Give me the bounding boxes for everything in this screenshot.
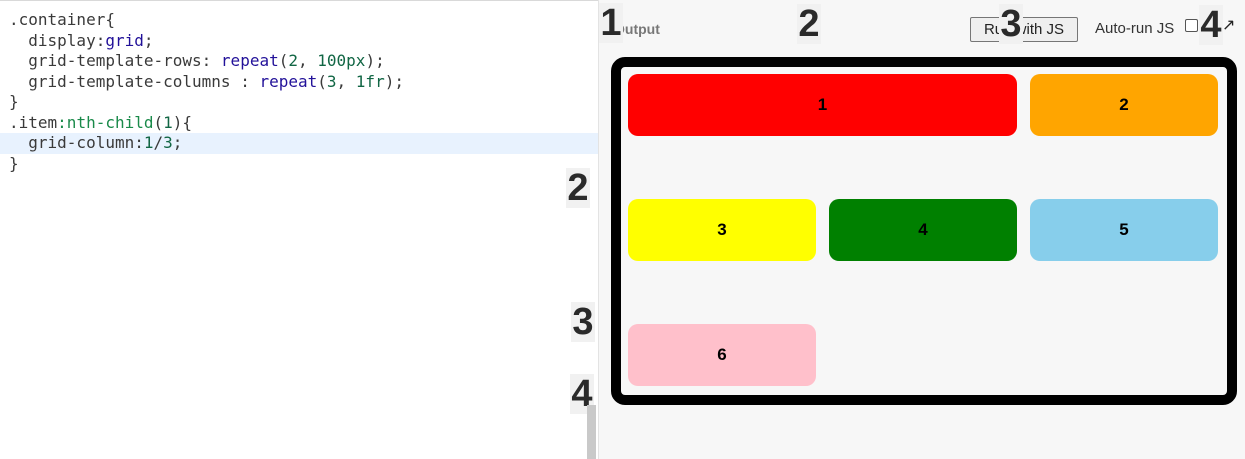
- grid-item-label: 2: [1119, 95, 1129, 114]
- code-token: 2: [288, 51, 298, 70]
- code-line[interactable]: }: [0, 92, 598, 113]
- column-badge-4: 4: [1199, 4, 1223, 46]
- row-badge-3: 3: [571, 301, 595, 343]
- run-with-js-button[interactable]: Run with JS: [970, 17, 1078, 42]
- code-token: 100px: [317, 51, 366, 70]
- auto-run-label: Auto-run JS: [1095, 20, 1175, 37]
- code-token: 3: [163, 133, 173, 152]
- code-line[interactable]: grid-template-rows: repeat(2, 100px);: [0, 51, 598, 72]
- auto-run-checkbox[interactable]: [1185, 19, 1198, 32]
- expand-arrow-icon[interactable]: ↗: [1222, 17, 1236, 34]
- code-token: .item: [9, 112, 58, 132]
- code-token: repeat: [220, 51, 279, 70]
- grid-item-label: 4: [918, 220, 928, 239]
- row-badge-2: 2: [566, 167, 590, 209]
- code-token: ;: [143, 30, 154, 50]
- code-token: );: [365, 51, 385, 70]
- code-token: grid-template-columns :: [9, 71, 260, 91]
- grid-item-3: 3: [628, 199, 816, 261]
- code-token: :nth-child: [57, 112, 154, 132]
- code-line[interactable]: .item:nth-child(1){: [0, 113, 598, 134]
- code-token: (: [153, 112, 164, 132]
- code-token: grid-column:: [9, 133, 144, 152]
- code-token: display:: [9, 30, 106, 50]
- column-badge-3: 3: [999, 3, 1023, 45]
- code-token: ){: [172, 112, 193, 132]
- code-token: 1: [143, 133, 154, 152]
- code-token: ,: [336, 71, 356, 91]
- grid-container: 1 2 3 4 5 6: [611, 57, 1237, 405]
- grid-item-label: 3: [717, 220, 727, 239]
- grid-item-5: 5: [1030, 199, 1218, 261]
- code-token: repeat: [259, 71, 318, 91]
- grid-item-label: 5: [1119, 220, 1129, 239]
- code-token: ,: [298, 51, 318, 70]
- grid-item-1: 1: [628, 74, 1017, 136]
- grid-item-label: 6: [717, 345, 727, 364]
- grid-item-label: 1: [817, 95, 828, 114]
- code-token: (: [278, 51, 289, 70]
- column-badge-2: 2: [797, 3, 821, 45]
- code-token: 1: [163, 112, 173, 132]
- code-line[interactable]: grid-template-columns : repeat(3, 1fr);: [0, 72, 598, 93]
- code-token: grid-template-rows:: [9, 51, 221, 70]
- column-badge-1: 1: [599, 2, 623, 44]
- code-token: grid: [105, 30, 144, 50]
- code-line[interactable]: .container{: [0, 10, 598, 31]
- code-line[interactable]: display:grid;: [0, 31, 598, 52]
- editor-scrollbar[interactable]: [587, 405, 596, 459]
- grid-item-6: 6: [628, 324, 816, 386]
- code-token: );: [384, 71, 404, 91]
- code-line[interactable]: grid-column:1/3;: [0, 133, 598, 154]
- code-token: .container{: [9, 10, 115, 29]
- code-token: 3: [326, 71, 337, 91]
- code-token: (: [317, 71, 327, 91]
- code-token: }: [9, 92, 19, 111]
- code-token: }: [9, 153, 19, 173]
- grid-item-2: 2: [1030, 74, 1218, 136]
- code-line[interactable]: }: [0, 154, 598, 175]
- output-title: Output: [614, 21, 660, 37]
- code-token: /: [153, 133, 164, 152]
- code-token: ;: [172, 133, 183, 152]
- code-token: 1fr: [355, 71, 385, 91]
- grid-item-4: 4: [829, 199, 1017, 261]
- css-editor[interactable]: .container{ display:grid; grid-template-…: [0, 0, 598, 459]
- output-panel: Output Run with JS Auto-run JS ↗ 1 2 3 4…: [598, 0, 1245, 459]
